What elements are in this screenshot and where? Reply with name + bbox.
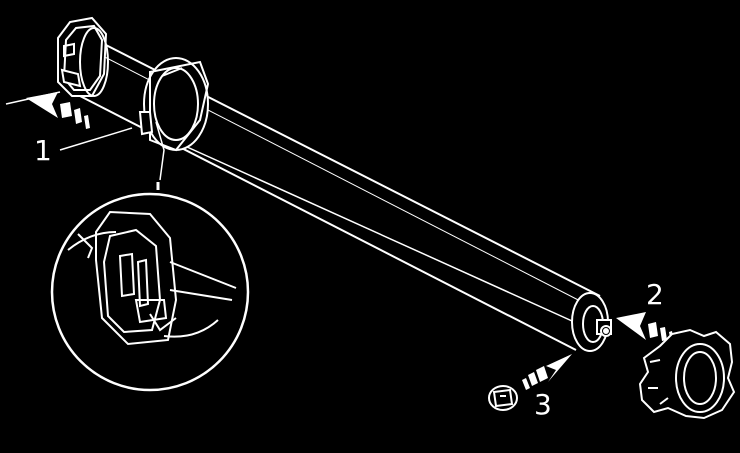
step-label-2: 2 (646, 278, 664, 311)
tube-right-end (571, 292, 612, 352)
step-label-1: 1 (34, 134, 52, 167)
left-end-flange (57, 16, 109, 97)
step-label-3: 3 (534, 388, 552, 421)
step1-guide-lines (5, 91, 133, 151)
small-clip-part (488, 385, 518, 411)
arrow-step3 (522, 354, 572, 390)
collar-ring (138, 57, 210, 181)
knurled-end-cap (638, 328, 736, 420)
magnified-inset (50, 192, 250, 392)
arrow-step2 (616, 312, 674, 344)
